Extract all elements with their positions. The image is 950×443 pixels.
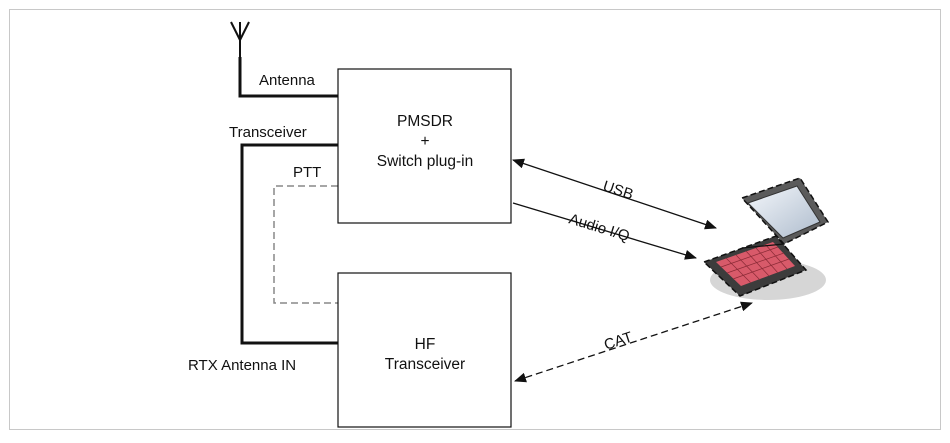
pmsdr-plus: + — [420, 133, 429, 150]
audio-iq-label: Audio I/Q — [567, 211, 632, 246]
transceiver-label: Transceiver — [229, 124, 307, 141]
hf-title: HF — [415, 336, 436, 353]
ptt-line — [273, 185, 338, 304]
pmsdr-switch-plugin: Switch plug-in — [377, 153, 474, 170]
laptop-icon — [702, 177, 830, 300]
transceiver-rf-line — [240, 143, 338, 345]
pmsdr-title: PMSDR — [397, 113, 453, 130]
pmsdr-block — [337, 68, 512, 224]
antenna-line — [238, 57, 338, 98]
cat-label: CAT — [602, 329, 635, 354]
usb-link — [512, 158, 717, 230]
diagram-frame — [9, 9, 941, 430]
hf-transceiver-block — [337, 272, 512, 428]
cat-link — [514, 301, 753, 383]
antenna-icon — [230, 21, 250, 57]
audio-iq-link — [512, 202, 697, 260]
hf-transceiver-title: Transceiver — [385, 356, 465, 373]
usb-label: USB — [601, 178, 636, 204]
antenna-label: Antenna — [259, 72, 316, 89]
ptt-label: PTT — [293, 164, 321, 181]
rtx-antenna-in-label: RTX Antenna IN — [188, 357, 296, 374]
